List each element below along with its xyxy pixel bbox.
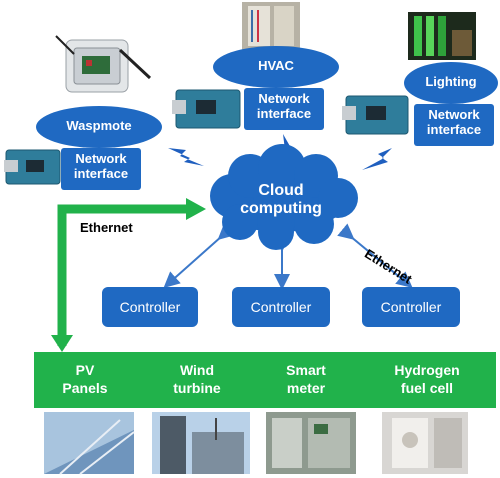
lightning-icon — [362, 148, 392, 170]
hvac-network-interface-label: Network interface — [256, 91, 312, 121]
hvac-photo — [242, 2, 300, 50]
lightning-icon — [168, 148, 204, 166]
source-label-hydrogen: Hydrogen fuel cell — [394, 362, 460, 396]
lighting-network-interface — [414, 104, 494, 146]
lighting-network-interface-label: Network interface — [426, 107, 482, 137]
cloud-controller-link — [163, 223, 235, 288]
waspmote-network-interface-label: Network interface — [73, 151, 129, 181]
pv-panels-photo — [44, 412, 135, 475]
controller-box: Controller — [232, 287, 330, 327]
wind-turbine-photo — [152, 412, 250, 474]
waspmote-device-icon — [55, 35, 152, 93]
cloud-controller-link — [337, 223, 413, 288]
ethernet-label-left: Ethernet — [80, 220, 133, 235]
cloud-computing-label: Cloud computing — [240, 182, 322, 218]
waspmote-label: Waspmote — [66, 118, 132, 133]
source-label-smart-meter: Smart meter — [286, 362, 326, 396]
hvac-ellipse — [213, 46, 339, 88]
source-label-wind: Wind turbine — [173, 362, 221, 396]
smart-meter-photo — [266, 412, 356, 474]
ethernet-arrow-left — [51, 198, 206, 352]
hydrogen-fuel-cell-photo — [382, 412, 468, 474]
arduino-board-icon — [342, 95, 409, 135]
cloud-icon — [210, 144, 358, 250]
energy-sources-band — [34, 352, 496, 408]
hvac-network-interface — [244, 88, 324, 130]
waspmote-network-interface — [61, 148, 141, 190]
waspmote-ellipse — [36, 106, 162, 148]
source-label-pv: PV Panels — [62, 362, 108, 396]
arduino-board-icon — [4, 149, 61, 185]
lighting-label: Lighting — [425, 74, 477, 89]
lighting-photo — [408, 12, 476, 60]
hvac-label: HVAC — [258, 58, 294, 73]
lighting-ellipse — [404, 62, 498, 104]
controller-box: Controller — [362, 287, 460, 327]
controller-box: Controller — [102, 287, 198, 327]
arduino-board-icon — [172, 89, 241, 129]
